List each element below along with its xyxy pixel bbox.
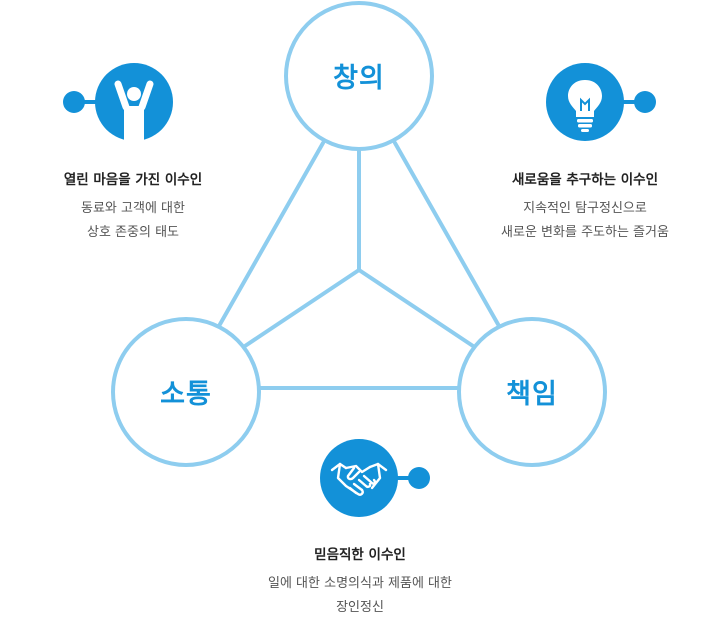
spoke-right (357, 268, 475, 348)
edge-top-left (217, 141, 325, 328)
circle-label-right: 책임 (506, 379, 558, 410)
trait-novelty: 새로움을 추구하는 이수인 지속적인 탐구정신으로 새로운 변화를 주도하는 즐… (474, 168, 696, 245)
lightbulb-icon (544, 62, 660, 146)
circle-left (111, 317, 261, 467)
trait-reliable-title: 믿음직한 이수인 (314, 547, 406, 563)
trait-reliable: 믿음직한 이수인 일에 대한 소명의식과 제품에 대한 장인정신 (238, 543, 482, 620)
circle-top (284, 1, 434, 151)
trait-reliable-line-1: 일에 대한 소명의식과 제품에 대한 (268, 576, 452, 591)
trait-novelty-title: 새로움을 추구하는 이수인 (511, 172, 659, 188)
spoke-left (243, 268, 361, 348)
trait-novelty-line-1: 지속적인 탐구정신으로 (523, 201, 647, 216)
handshake-icon (318, 438, 434, 522)
trait-open-mind: 열린 마음을 가진 이수인 동료와 고객에 대한 상호 존중의 태도 (33, 168, 233, 245)
person-arms-up-icon (60, 62, 176, 146)
circle-label-left: 소통 (160, 379, 212, 410)
circle-right (457, 317, 607, 467)
trait-reliable-line-2: 장인정신 (336, 600, 384, 615)
trait-open-mind-line-2: 상호 존중의 태도 (87, 225, 179, 240)
circle-label-top: 창의 (333, 63, 385, 94)
trait-novelty-line-2: 새로운 변화를 주도하는 즐거움 (501, 225, 669, 240)
edge-top-right (393, 141, 501, 328)
trait-open-mind-title: 열린 마음을 가진 이수인 (63, 172, 203, 188)
trait-open-mind-line-1: 동료와 고객에 대한 (81, 201, 185, 216)
